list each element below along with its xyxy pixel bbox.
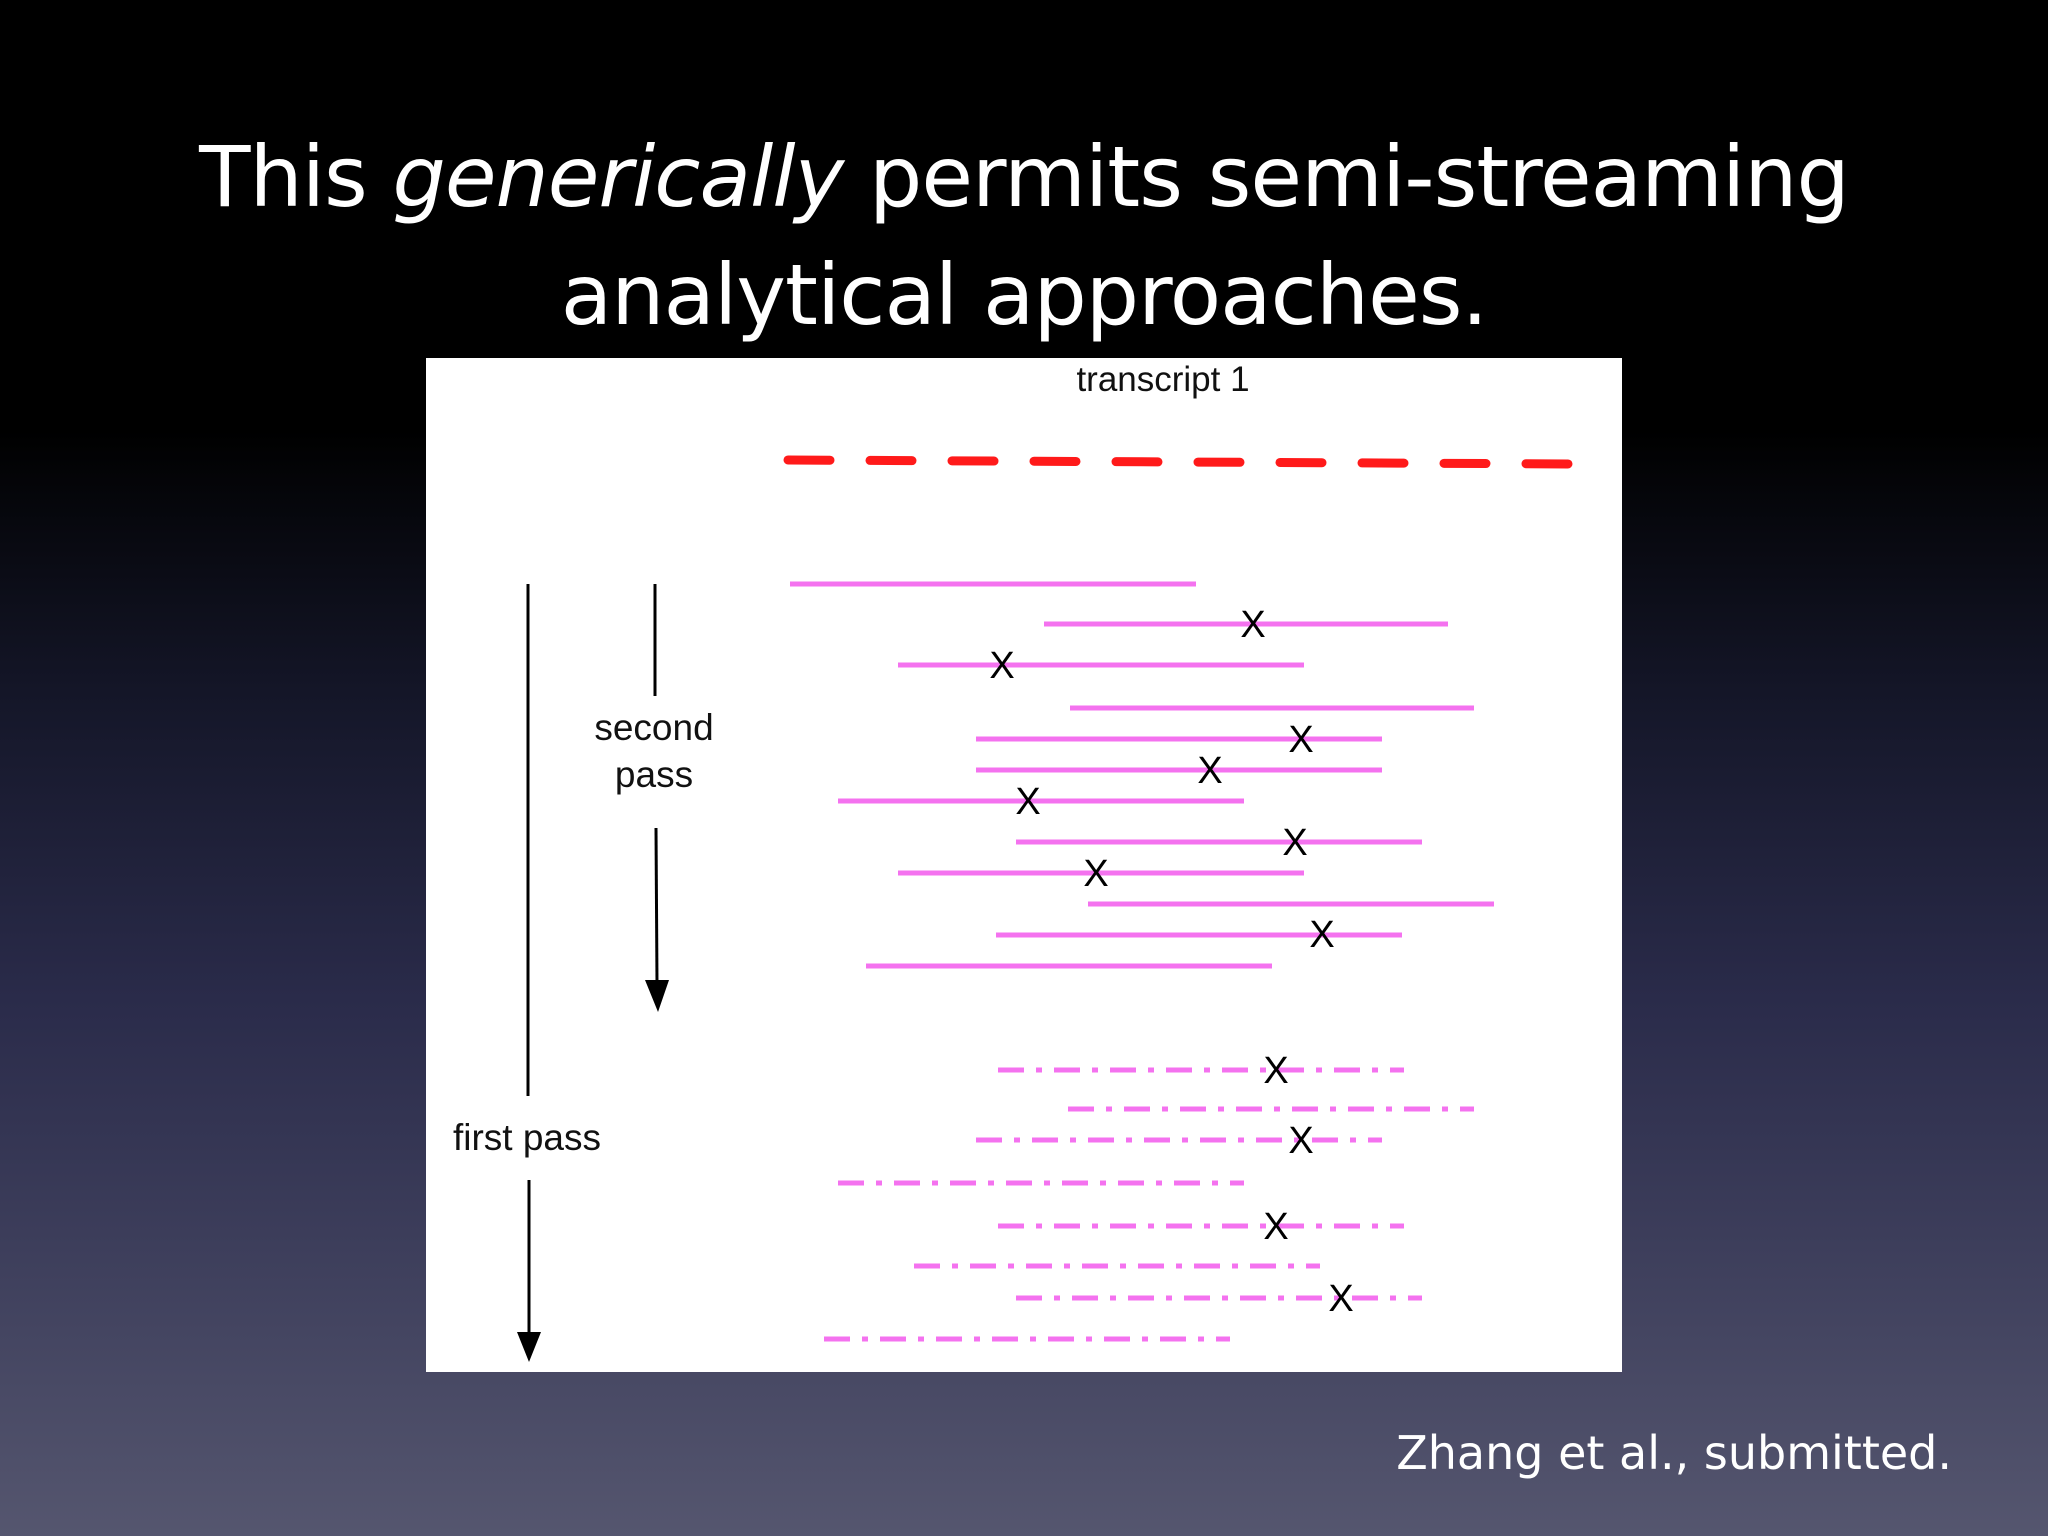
error-mark: X <box>1328 1278 1353 1320</box>
error-mark: X <box>1240 604 1265 646</box>
dashed-reads <box>824 1067 1474 1342</box>
error-mark: X <box>1263 1206 1288 1248</box>
title-part-2: permits semi-streaming analytical approa… <box>560 128 1850 344</box>
second-pass-label-line2: pass <box>615 754 693 795</box>
streaming-diagram: transcript 1 first pass second pass <box>453 360 1585 1362</box>
title-emphasis: generically <box>392 128 845 226</box>
citation: Zhang et al., submitted. <box>1396 1426 1952 1480</box>
solid-reads <box>790 581 1494 969</box>
error-mark: X <box>1282 822 1307 864</box>
error-marks: X X X X X X X X X X X X <box>989 604 1353 1320</box>
transcript-label: transcript 1 <box>1076 360 1249 399</box>
error-mark: X <box>1197 750 1222 792</box>
error-mark: X <box>1309 914 1334 956</box>
error-mark: X <box>1015 781 1040 823</box>
second-pass-label-line1: second <box>594 707 713 748</box>
error-mark: X <box>989 645 1014 687</box>
diagram-panel: transcript 1 first pass second pass <box>426 358 1622 1372</box>
second-pass-arrow <box>645 584 669 1012</box>
transcript-line <box>783 455 1585 469</box>
first-pass-arrow <box>517 584 541 1362</box>
error-mark: X <box>1288 719 1313 761</box>
error-mark: X <box>1288 1120 1313 1162</box>
error-mark: X <box>1263 1050 1288 1092</box>
slide-title: This generically permits semi-streaming … <box>0 118 2048 354</box>
first-pass-label: first pass <box>453 1117 601 1158</box>
error-mark: X <box>1083 853 1108 895</box>
title-part-1: This <box>199 128 393 226</box>
